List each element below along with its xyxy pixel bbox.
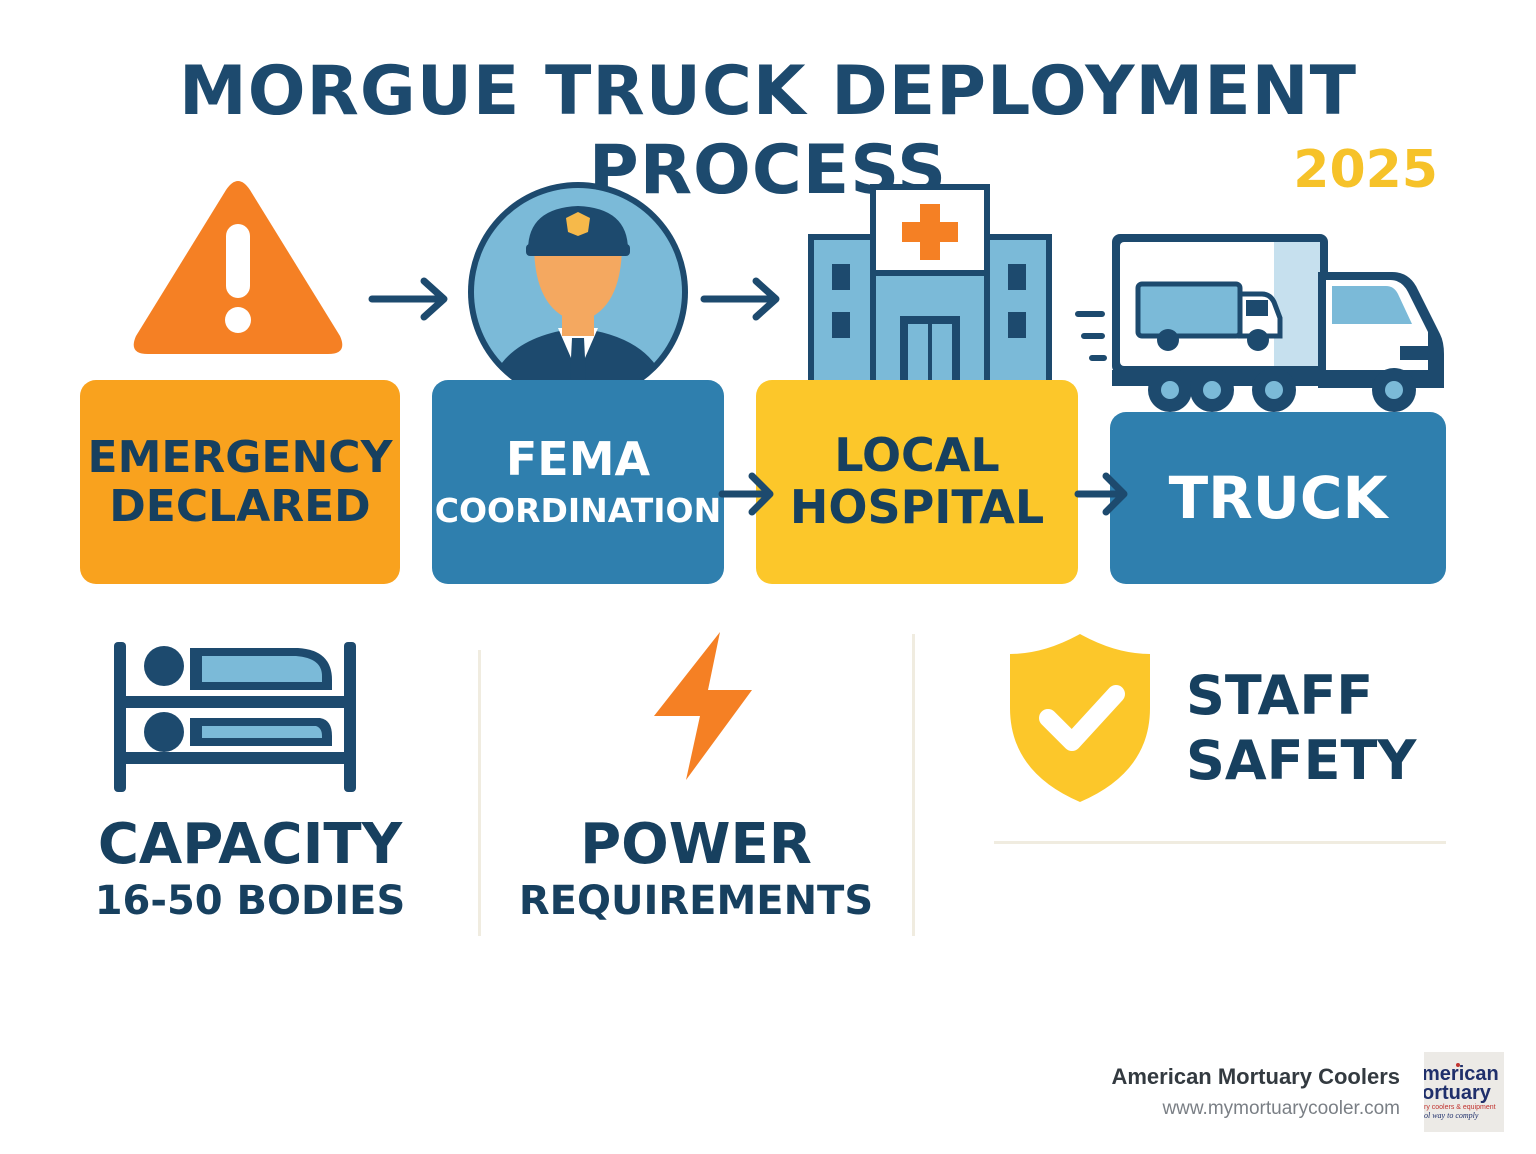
brand-name: American Mortuary Coolers xyxy=(1111,1064,1400,1089)
arrow-right-icon xyxy=(368,277,448,321)
feature-staff-safety: STAFF SAFETY xyxy=(1186,664,1417,794)
arrow-right-icon xyxy=(700,277,780,321)
svg-text:ry coolers & equipment: ry coolers & equipment xyxy=(1424,1104,1496,1111)
feature-label-line1: STAFF xyxy=(1186,664,1374,727)
hospital-icon xyxy=(808,184,1052,384)
page-title: MORGUE TRUCK DEPLOYMENT PROCESS xyxy=(179,52,1357,210)
bunk-bed-icon xyxy=(114,642,356,792)
step-label-line1: EMERGENCY xyxy=(87,431,393,483)
step-emergency-declared: EMERGENCY DECLARED xyxy=(80,380,400,584)
step-label-line2: COORDINATION xyxy=(434,491,722,531)
divider xyxy=(478,650,481,936)
feature-label-line2: REQUIREMENTS xyxy=(518,878,874,925)
step-local-hospital: LOCAL HOSPITAL xyxy=(756,380,1078,584)
brand-url[interactable]: www.mymortuarycooler.com xyxy=(1162,1098,1400,1119)
feature-label-line1: POWER xyxy=(580,812,812,877)
arrow-right-icon xyxy=(1074,472,1128,516)
officer-icon xyxy=(468,182,688,402)
shield-check-icon xyxy=(1010,634,1150,802)
step-fema-coordination: FEMA COORDINATION xyxy=(432,380,724,584)
warning-icon xyxy=(133,181,343,354)
step-label-line2: DECLARED xyxy=(109,481,371,532)
step-label-line1: LOCAL xyxy=(834,428,1000,483)
feature-capacity: CAPACITY 16-50 BODIES xyxy=(90,812,410,925)
arrow-right-icon xyxy=(718,472,774,516)
svg-text:ol way to comply: ol way to comply xyxy=(1424,1111,1479,1120)
brand-logo: merican ortuary ry coolers & equipment o… xyxy=(1424,1052,1504,1132)
svg-text:merican: merican xyxy=(1424,1063,1499,1085)
step-label-line1: FEMA xyxy=(505,431,651,486)
truck-icon xyxy=(1075,234,1444,412)
feature-power: POWER REQUIREMENTS xyxy=(506,812,886,925)
divider xyxy=(912,634,915,936)
feature-label-line2: 16-50 BODIES xyxy=(94,878,406,925)
step-label-line1: TRUCK xyxy=(1168,463,1388,532)
svg-text:ortuary: ortuary xyxy=(1424,1082,1492,1104)
lightning-icon xyxy=(654,632,752,780)
step-label-line2: HOSPITAL xyxy=(789,480,1045,534)
divider xyxy=(994,841,1446,844)
year-label: 2025 xyxy=(1293,140,1438,200)
step-truck: TRUCK xyxy=(1110,412,1446,584)
feature-label-line1: CAPACITY xyxy=(97,812,403,877)
feature-label-line2: SAFETY xyxy=(1186,728,1417,792)
